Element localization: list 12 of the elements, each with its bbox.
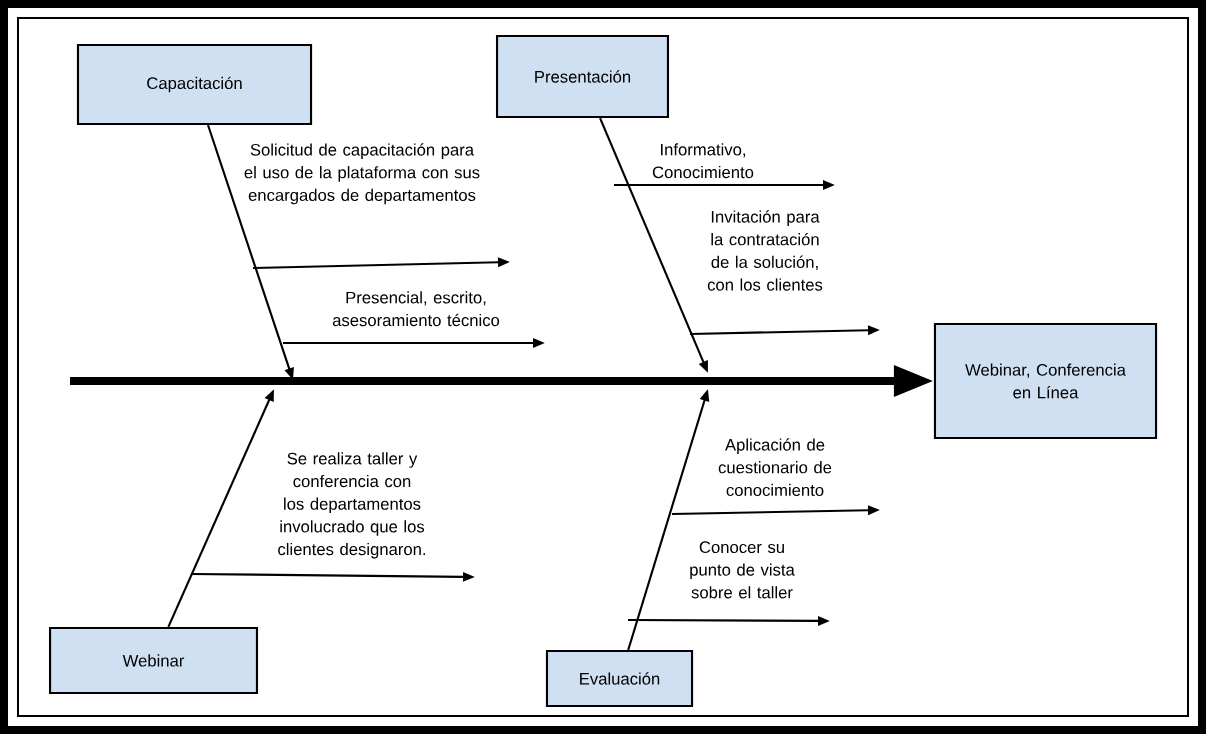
cause-text: Se realiza taller y conferencia con los departamentos involucrado que los clientes designaron. — [278, 452, 426, 559]
cause-box: Webinar, Conferencia en Línea — [933, 322, 1158, 440]
cause-text: Invitación para la contratación de la solución, con los clientes — [707, 210, 823, 291]
cause-box: Evaluación — [545, 649, 694, 708]
cause-box: Webinar — [48, 626, 259, 695]
cause-text: Solicitud de capacitación para el uso de la plataforma con sus encargados de departamentos — [244, 143, 480, 205]
cause-text: Informativo, Conocimiento — [652, 143, 754, 179]
cause-box: Presentación — [495, 34, 670, 119]
cause-text: Conocer su punto de vista sobre el taller — [690, 541, 795, 599]
cause-text: Aplicación de cuestionario de conocimiento — [718, 438, 832, 497]
cause-box: Capacitación — [76, 43, 313, 126]
cause-text: Presencial, escrito, asesoramiento técnico — [332, 291, 500, 327]
